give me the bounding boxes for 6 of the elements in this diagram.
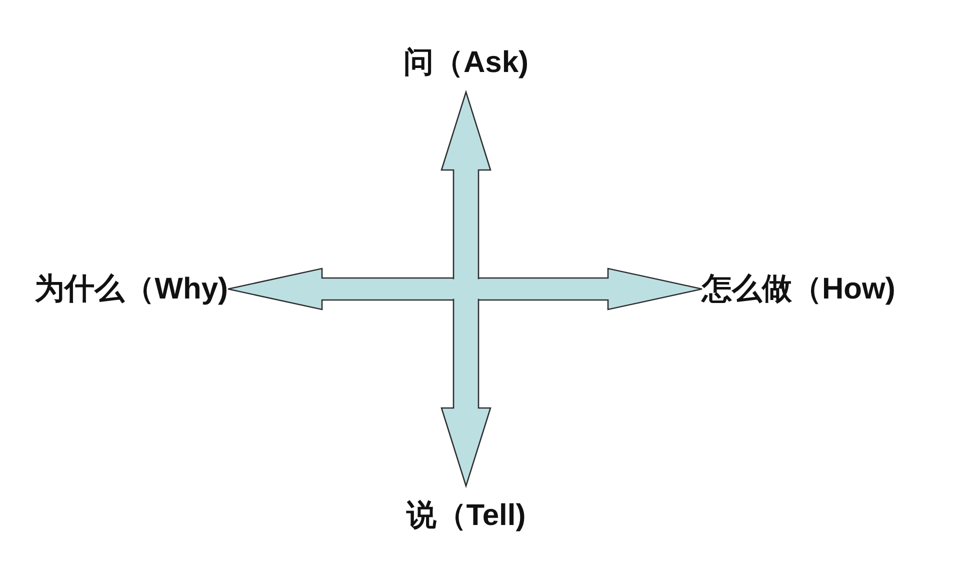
direction-label: 问（Ask) [403,43,529,82]
direction-label: 说（Tell) [406,496,526,535]
double-arrow [227,268,703,310]
direction-label: 为什么（Why) [34,270,228,308]
direction-label: 怎么做（How) [702,270,896,308]
double-arrow [440,90,492,488]
